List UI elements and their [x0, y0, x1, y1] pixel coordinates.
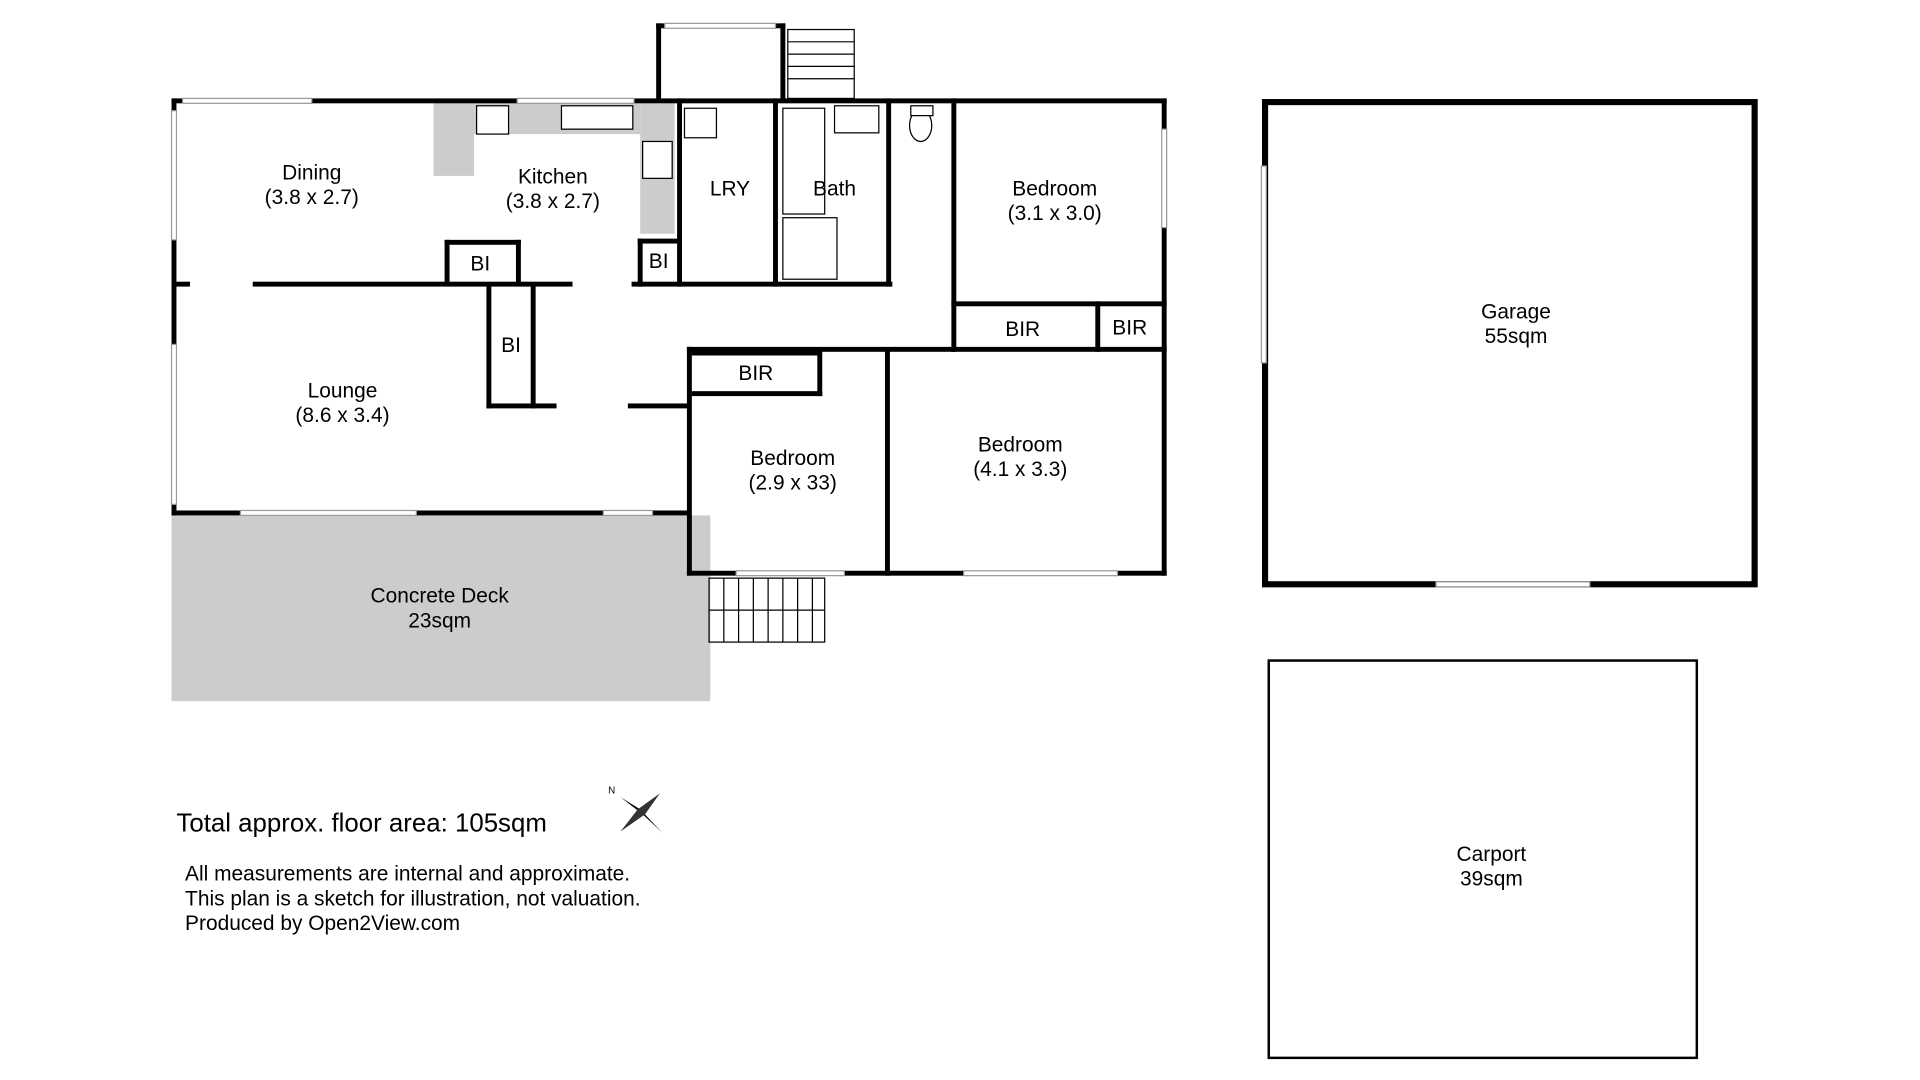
room-size-bedroom-sw: (2.9 x 33): [749, 472, 837, 495]
concrete-deck: [171, 515, 711, 702]
note-line: This plan is a sketch for illustration, …: [185, 887, 641, 910]
room-name-deck: Concrete Deck: [371, 585, 510, 608]
room-name-bath: Bath: [813, 178, 856, 201]
room-size-kitchen: (3.8 x 2.7): [506, 190, 600, 213]
room-size-bedroom-ne: (3.1 x 3.0): [1008, 202, 1102, 225]
note-line: All measurements are internal and approx…: [185, 863, 630, 886]
room-name-kitchen: Kitchen: [518, 165, 588, 188]
room-name-garage: Garage: [1481, 301, 1551, 324]
room-name-bedroom-se: Bedroom: [978, 433, 1063, 456]
room-name-carport: Carport: [1457, 843, 1527, 866]
room-name-dining: Dining: [282, 162, 341, 185]
room-name-lounge: Lounge: [308, 379, 378, 402]
stairs-front: [708, 577, 826, 643]
bir-label: BIR: [1112, 317, 1147, 340]
compass-north-label: N: [608, 785, 615, 796]
bi-label: BI: [649, 250, 669, 273]
room-size-garage: 55sqm: [1485, 325, 1548, 348]
room-size-deck: 23sqm: [408, 609, 471, 632]
walls: [171, 23, 1167, 576]
room-size-dining: (3.8 x 2.7): [265, 186, 359, 209]
bir-label: BIR: [738, 362, 773, 385]
garage-door: [1435, 581, 1591, 588]
bi-label: BI: [470, 253, 490, 276]
fixtures: [475, 105, 934, 280]
note-line: Produced by Open2View.com: [185, 912, 460, 935]
room-name-bedroom-sw: Bedroom: [750, 447, 835, 470]
compass-icon: N: [608, 785, 663, 833]
stairs-rear: [787, 28, 855, 100]
room-name-bedroom-ne: Bedroom: [1012, 178, 1097, 201]
room-name-laundry: LRY: [710, 178, 750, 201]
room-size-bedroom-se: (4.1 x 3.3): [973, 458, 1067, 481]
bir-label: BIR: [1005, 318, 1040, 341]
carport-outline: [1267, 659, 1699, 1060]
garage-window: [1260, 165, 1267, 364]
total-floor-area: Total approx. floor area: 105sqm: [176, 810, 546, 838]
room-size-lounge: (8.6 x 3.4): [295, 404, 389, 427]
windows: [170, 22, 1168, 577]
bi-label: BI: [501, 334, 521, 357]
room-size-carport: 39sqm: [1460, 868, 1523, 891]
